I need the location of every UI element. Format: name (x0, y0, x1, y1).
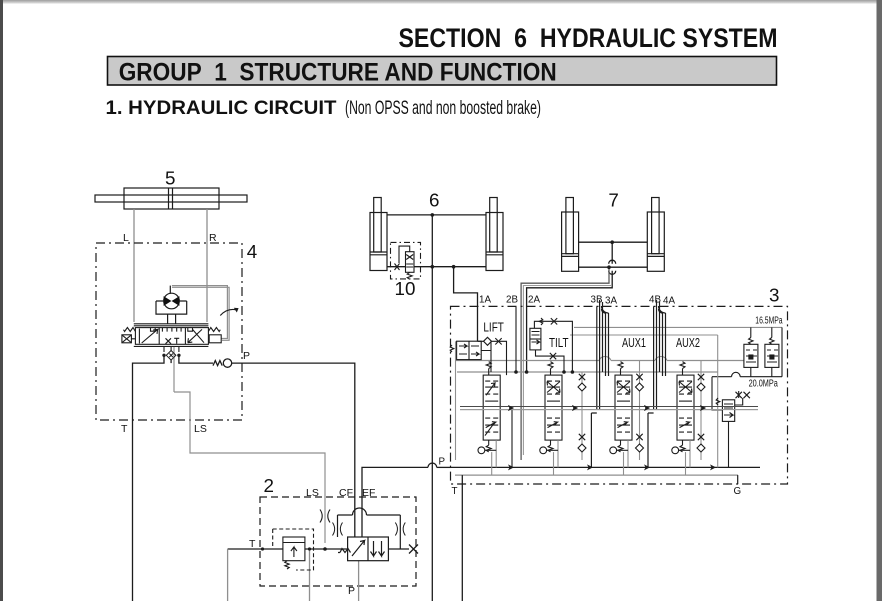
svg-text:TILT: TILT (549, 336, 569, 350)
svg-text:10: 10 (395, 278, 416, 299)
svg-text:P: P (439, 457, 446, 468)
svg-text:CF: CF (339, 487, 353, 499)
svg-text:T: T (249, 538, 256, 550)
svg-text:R: R (209, 232, 217, 244)
svg-text:2: 2 (264, 475, 274, 496)
svg-text:20.0MPa: 20.0MPa (749, 379, 779, 390)
svg-text:3: 3 (769, 285, 779, 306)
svg-text:P: P (348, 585, 355, 597)
svg-text:1. HYDRAULIC CIRCUIT: 1. HYDRAULIC CIRCUIT (106, 98, 337, 119)
svg-text:4: 4 (247, 241, 257, 262)
svg-text:T: T (452, 486, 458, 497)
svg-text:5: 5 (165, 168, 175, 189)
svg-text:GROUP 1 STRUCTURE AND FUNCTI: GROUP 1 STRUCTURE AND FUNCTION (119, 58, 557, 86)
svg-text:7: 7 (608, 189, 618, 210)
svg-text:P: P (243, 350, 250, 362)
svg-text:2A: 2A (528, 295, 540, 306)
svg-text:L: L (123, 232, 129, 244)
svg-text:6: 6 (429, 189, 439, 210)
svg-text:EF: EF (362, 487, 375, 499)
svg-text:(Non OPSS and non boosted brak: (Non OPSS and non boosted brake) (345, 98, 541, 119)
svg-text:AUX2: AUX2 (676, 336, 700, 350)
svg-text:16.5MPa: 16.5MPa (755, 316, 783, 327)
svg-text:LS: LS (306, 487, 319, 499)
svg-text:2B: 2B (506, 295, 518, 306)
svg-text:1A: 1A (479, 295, 491, 306)
svg-text:3B: 3B (591, 295, 603, 306)
svg-text:T: T (121, 423, 128, 435)
svg-text:SECTION 6 HYDRAULIC SYSTEM: SECTION 6 HYDRAULIC SYSTEM (399, 23, 778, 53)
svg-text:AUX1: AUX1 (622, 336, 646, 350)
svg-text:4A: 4A (663, 296, 675, 307)
svg-text:3A: 3A (605, 296, 617, 307)
svg-text:LIFT: LIFT (483, 321, 504, 335)
svg-text:LS: LS (194, 423, 207, 435)
svg-text:G: G (734, 486, 742, 497)
svg-text:4B: 4B (649, 295, 661, 306)
